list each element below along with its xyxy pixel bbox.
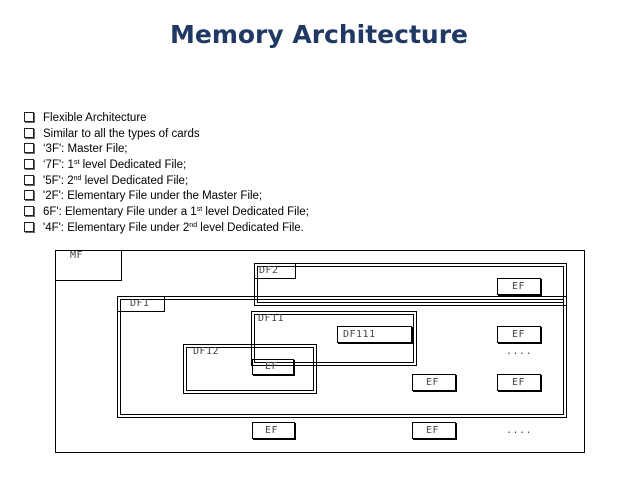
ef-label: EF bbox=[426, 425, 440, 436]
ef-label: EF bbox=[265, 361, 279, 372]
ef-box bbox=[412, 374, 456, 391]
bullet-text: '4F': Elementary File under 2 bbox=[43, 221, 190, 234]
ef-box bbox=[252, 422, 295, 439]
square-bullet-icon bbox=[24, 143, 34, 154]
bullet-item: '5F': 2nd level Dedicated File; bbox=[24, 174, 309, 190]
ef-label: EF bbox=[512, 329, 526, 340]
bullet-superscript: nd bbox=[73, 174, 82, 182]
df2-label: DF2 bbox=[259, 265, 279, 276]
df12-label: DF12 bbox=[193, 346, 220, 357]
df11-label: DF11 bbox=[258, 313, 285, 324]
square-bullet-icon bbox=[24, 190, 34, 201]
square-bullet-icon bbox=[24, 206, 34, 217]
bullet-item: 6F': Elementary File under a 1st level D… bbox=[24, 205, 309, 221]
df1-frame bbox=[117, 296, 567, 418]
ef-box bbox=[252, 359, 294, 375]
bullet-item: '4F': Elementary File under 2nd level De… bbox=[24, 221, 309, 237]
bullet-text-tail: level Dedicated File. bbox=[197, 221, 304, 234]
bullet-text-tail: level Dedicated File; bbox=[79, 159, 187, 172]
bullet-text-tail: level Dedicated File; bbox=[202, 206, 309, 219]
mf-label: MF bbox=[70, 250, 84, 261]
df12-frame bbox=[183, 344, 317, 394]
square-bullet-icon bbox=[24, 174, 34, 185]
bullet-text: Similar to all the types of cards bbox=[43, 127, 200, 140]
ef-box bbox=[497, 326, 541, 343]
bullet-text: 6F': Elementary File under a 1 bbox=[43, 206, 197, 219]
bullet-item: ‘3F': Master File; bbox=[24, 142, 309, 158]
bullet-item: Flexible Architecture bbox=[24, 111, 309, 127]
ef-label: EF bbox=[426, 377, 440, 388]
bullet-text: '5F': 2 bbox=[43, 174, 74, 187]
bullet-list: Flexible Architecture Similar to all the… bbox=[24, 111, 309, 237]
df111-box bbox=[337, 326, 412, 343]
bullet-item: ‘7F': 1st level Dedicated File; bbox=[24, 158, 309, 174]
square-bullet-icon bbox=[24, 112, 34, 122]
ef-box bbox=[497, 374, 541, 391]
df11-frame bbox=[251, 311, 417, 366]
df2-label-box bbox=[254, 263, 296, 279]
square-bullet-icon bbox=[24, 127, 34, 138]
bullet-text: ‘7F': 1 bbox=[43, 159, 74, 172]
df1-label-box bbox=[117, 296, 165, 312]
bullet-item: '2F': Elementary File under the Master F… bbox=[24, 189, 309, 205]
bullet-text: '2F': Elementary File under the Master F… bbox=[43, 190, 263, 203]
ellipsis: .... bbox=[506, 346, 533, 357]
mf-frame bbox=[55, 250, 585, 453]
bullet-item: Similar to all the types of cards bbox=[24, 127, 309, 143]
square-bullet-icon bbox=[24, 221, 34, 232]
square-bullet-icon bbox=[24, 159, 34, 170]
df111-label: DF111 bbox=[343, 329, 376, 340]
ef-label: EF bbox=[265, 425, 279, 436]
df2-frame bbox=[254, 263, 567, 306]
ef-box bbox=[412, 422, 456, 439]
mf-label-box bbox=[55, 250, 122, 281]
bullet-text: Flexible Architecture bbox=[43, 112, 147, 124]
ef-label: EF bbox=[512, 281, 526, 292]
ef-label: EF bbox=[512, 377, 526, 388]
df1-label: DF1 bbox=[130, 298, 150, 309]
ellipsis: .... bbox=[506, 425, 533, 436]
ef-box bbox=[497, 278, 541, 295]
bullet-superscript: st bbox=[73, 159, 80, 167]
bullet-text: ‘3F': Master File; bbox=[43, 143, 128, 156]
bullet-superscript: nd bbox=[189, 221, 198, 229]
bullet-superscript: st bbox=[196, 206, 203, 214]
bullet-text-tail: level Dedicated File; bbox=[81, 174, 189, 187]
page-title: Memory Architecture bbox=[169, 20, 468, 49]
